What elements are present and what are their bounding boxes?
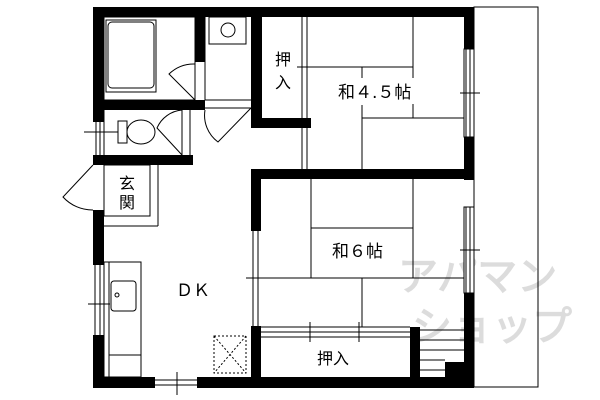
- closet-top: [297, 17, 312, 169]
- genkan-label-2: 関: [119, 193, 135, 212]
- watermark: アパマン ショップ: [398, 254, 572, 350]
- washing-machine-icon: [208, 16, 247, 45]
- watermark-line2: ショップ: [412, 304, 572, 350]
- dk-label: ＤＫ: [176, 281, 210, 301]
- refrigerator-space-icon: [213, 335, 247, 374]
- washroom-door: [204, 17, 252, 143]
- room-6-label: 和６帖: [332, 242, 383, 262]
- closet-bottom: [261, 322, 410, 342]
- toilet: [84, 109, 191, 156]
- balcony: [473, 6, 539, 388]
- toilet-tank-icon: [117, 120, 128, 144]
- kitchen-window: [88, 265, 110, 335]
- sink-icon: [110, 280, 137, 312]
- tatami-4-5: [307, 17, 464, 169]
- closet-top-label-2: 入: [275, 73, 291, 92]
- closet-top-label-1: 押: [275, 50, 291, 69]
- closet-bottom-label: 押入: [317, 349, 349, 368]
- room-4-5-label: 和４.５帖: [338, 83, 411, 103]
- tatami-6: [246, 179, 464, 327]
- bathroom: [103, 16, 196, 101]
- watermark-line1: アパマン: [398, 254, 557, 300]
- kitchen-counter: [103, 261, 142, 378]
- genkan-label-1: 玄: [119, 174, 135, 193]
- dk-bottom-window: [155, 372, 197, 395]
- room-6-window: [460, 206, 480, 294]
- bathtub-icon: [105, 19, 157, 93]
- stair-icon: [420, 329, 464, 371]
- entrance: [62, 164, 159, 227]
- interior-walls: [93, 17, 474, 388]
- toilet-bowl-icon: [126, 119, 156, 145]
- room-4-5-window: [460, 48, 480, 138]
